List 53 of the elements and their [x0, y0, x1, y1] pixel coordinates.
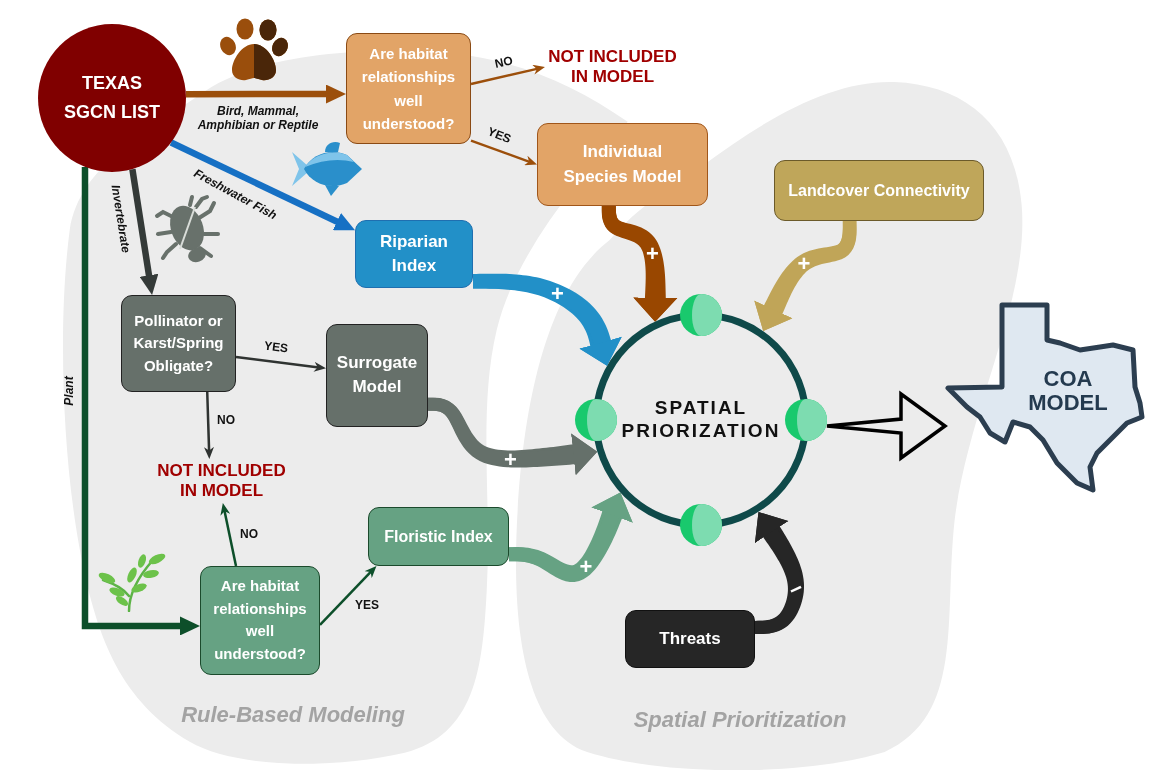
- question-box: [346, 33, 471, 144]
- node-text: COA MODEL: [1028, 366, 1108, 416]
- node-text: TEXAS SGCN LIST: [63, 72, 161, 124]
- arrow: [129, 168, 159, 295]
- process-box: [625, 610, 755, 668]
- question-box: [121, 295, 236, 392]
- hollow-arrow: [825, 390, 948, 462]
- edge-label: +: [645, 244, 659, 262]
- edge-label: NO: [240, 528, 258, 542]
- arrow: [319, 566, 376, 626]
- process-box: [774, 160, 984, 221]
- arrow: [81, 166, 200, 636]
- edge-label: YES: [355, 599, 379, 613]
- ring-node: [575, 294, 827, 546]
- node-text: Surrogate Model: [335, 351, 419, 399]
- edge-label: Plant: [63, 376, 77, 406]
- process-box: [355, 220, 473, 288]
- outcome-text: NOT INCLUDED IN MODEL: [154, 459, 289, 503]
- edge-label: Bird, Mammal, Amphibian or Reptile: [196, 105, 320, 133]
- texas-map-shape: [945, 302, 1145, 494]
- arrow: [470, 64, 544, 86]
- node-text: SPATIAL PRIORIZATION: [621, 397, 781, 443]
- arrow: [220, 504, 238, 567]
- node-text: Individual Species Model: [562, 140, 683, 188]
- node-text: Riparian Index: [379, 231, 449, 277]
- process-box: [326, 324, 428, 427]
- edge-label: +: [797, 254, 811, 272]
- region-title: Rule-Based Modeling: [181, 702, 405, 728]
- edge-label: NO: [493, 54, 515, 72]
- arrow: [185, 84, 346, 104]
- node-text: Are habitat relationships well understood?: [361, 44, 456, 134]
- question-box: [200, 566, 320, 675]
- arrow: [470, 139, 536, 166]
- arrow: [169, 139, 355, 231]
- region-band: [516, 81, 1023, 771]
- edge-label: YES: [485, 125, 513, 147]
- edge-label: NO: [217, 414, 235, 428]
- node-text: Pollinator or Karst/Spring Obligate?: [132, 310, 225, 376]
- edge-label: YES: [263, 339, 289, 357]
- arrow: [204, 391, 214, 458]
- arrow: [235, 355, 325, 372]
- node-text: Floristic Index: [384, 526, 493, 547]
- edge-label: −: [786, 578, 806, 599]
- process-box: [537, 123, 708, 206]
- outcome-text: NOT INCLUDED IN MODEL: [545, 45, 680, 89]
- node-text: Landcover Connectivity: [788, 180, 970, 201]
- node-text: Are habitat relationships well understood?: [213, 576, 307, 664]
- node-text: Threats: [659, 628, 721, 650]
- edge-label: +: [579, 557, 593, 575]
- region-title: Spatial Prioritization: [633, 707, 847, 733]
- edge-label: +: [503, 450, 517, 468]
- edge-label: +: [551, 284, 564, 302]
- edge-label: Invertebrate: [107, 184, 133, 254]
